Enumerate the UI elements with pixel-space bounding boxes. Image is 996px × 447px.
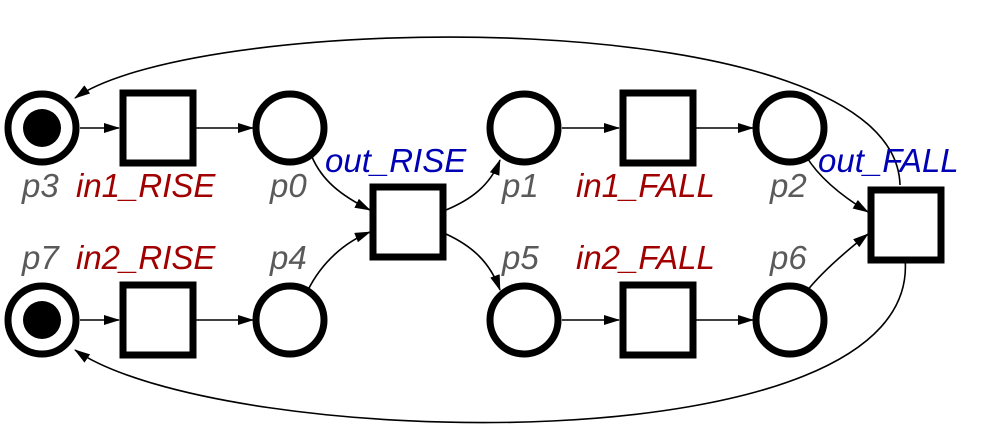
label-in2-fall: in2_FALL bbox=[576, 239, 715, 276]
transition-in1-fall bbox=[619, 89, 697, 167]
labels: p3 in1_RISE p0 out_RISE p1 in1_FALL p2 o… bbox=[21, 142, 959, 276]
transition-out-fall bbox=[867, 186, 945, 264]
label-p3: p3 bbox=[21, 167, 59, 204]
transition-in2-rise bbox=[119, 281, 197, 359]
transition-out-rise bbox=[369, 183, 447, 261]
arc-p4-out-rise bbox=[307, 231, 371, 291]
arc-out-fall-p3 bbox=[74, 36, 901, 186]
places bbox=[4, 90, 828, 358]
label-p4: p4 bbox=[269, 239, 307, 276]
transition-in1-rise bbox=[119, 89, 197, 167]
label-p6: p6 bbox=[769, 239, 807, 276]
token-p3 bbox=[23, 109, 61, 147]
place-p4 bbox=[252, 282, 328, 358]
place-p6 bbox=[752, 282, 828, 358]
label-p2: p2 bbox=[769, 167, 807, 204]
arc-out-rise-p1 bbox=[445, 159, 501, 211]
transition-in2-fall bbox=[619, 281, 697, 359]
token-p7 bbox=[23, 301, 61, 339]
place-p5 bbox=[486, 282, 562, 358]
transitions bbox=[119, 89, 945, 359]
place-p2 bbox=[752, 90, 828, 166]
label-p7: p7 bbox=[21, 239, 60, 276]
arc-p0-out-rise bbox=[311, 156, 371, 211]
label-in2-rise: in2_RISE bbox=[76, 239, 216, 276]
place-p7 bbox=[4, 282, 80, 358]
label-out-rise: out_RISE bbox=[325, 142, 467, 179]
label-out-fall: out_FALL bbox=[818, 142, 959, 179]
label-p5: p5 bbox=[501, 239, 539, 276]
place-p1 bbox=[486, 90, 562, 166]
label-in1-rise: in1_RISE bbox=[76, 167, 216, 204]
arc-out-fall-p7 bbox=[74, 257, 906, 424]
arcs bbox=[74, 36, 906, 424]
label-p1: p1 bbox=[501, 167, 539, 204]
arc-p2-out-fall bbox=[805, 155, 869, 213]
label-p0: p0 bbox=[269, 167, 307, 204]
arc-out-rise-p5 bbox=[445, 233, 501, 291]
arc-p6-out-fall bbox=[805, 233, 869, 293]
label-in1-fall: in1_FALL bbox=[576, 167, 715, 204]
place-p0 bbox=[252, 90, 328, 166]
place-p3 bbox=[4, 90, 80, 166]
